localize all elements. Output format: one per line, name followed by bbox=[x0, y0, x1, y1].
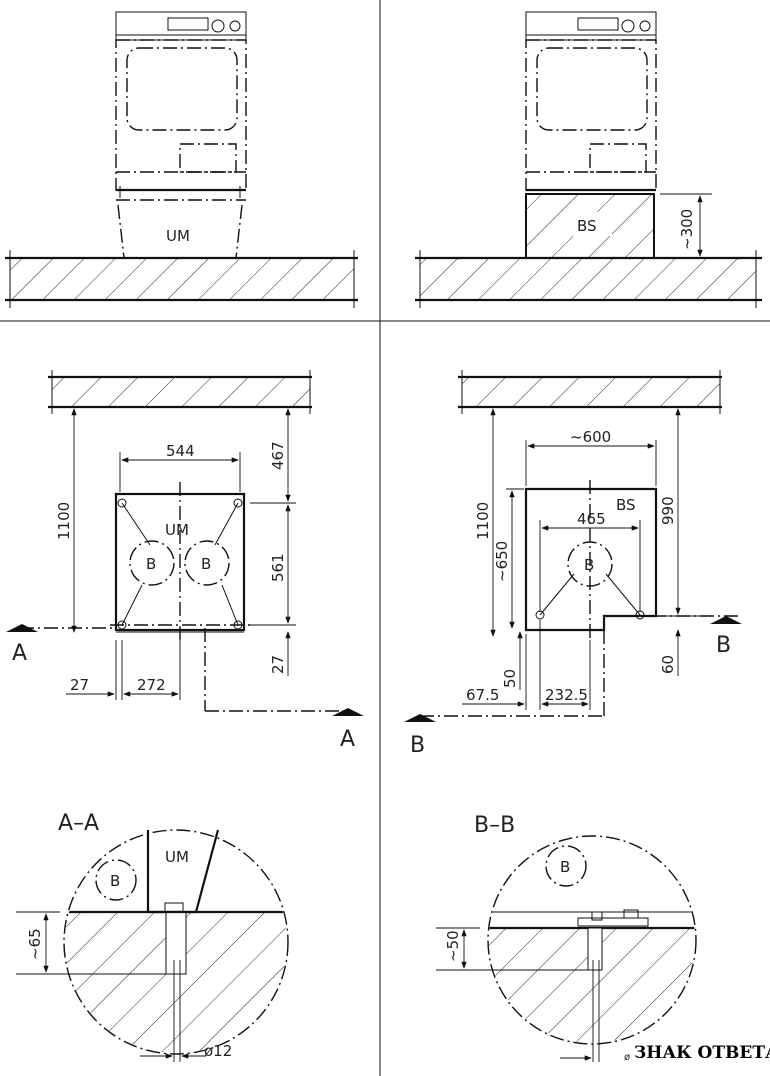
panel-bs-elevation: BS ~300 bbox=[415, 11, 762, 308]
section-a-diameter: ø12 bbox=[204, 1042, 232, 1060]
section-a-right: A bbox=[340, 727, 355, 752]
section-a-um-label: UM bbox=[165, 848, 189, 866]
panel-section-b: B–B B ~50 ø bbox=[436, 813, 697, 1063]
section-a-left: A bbox=[12, 641, 27, 666]
bs-wall-dim: 990 bbox=[659, 496, 677, 525]
bs-total-dim: 1100 bbox=[474, 502, 492, 540]
bs-foot-dim: 232.5 bbox=[545, 686, 588, 704]
panel-um-plan: B B UM 544 467 561 27 1100 27 272 bbox=[6, 370, 364, 752]
bs-height-dim: ~300 bbox=[678, 209, 696, 250]
section-b-title: B–B bbox=[474, 813, 515, 838]
section-b-bolt-label: B bbox=[560, 858, 570, 876]
bs-width-dim: ~600 bbox=[570, 428, 611, 446]
um-plan-label: UM bbox=[165, 521, 189, 539]
panel-section-a: A–A UM B ø12 ~65 bbox=[16, 811, 289, 1062]
um-side-dim: 27 bbox=[70, 676, 89, 694]
um-front-dim: 27 bbox=[269, 655, 287, 674]
um-foot-dim: 272 bbox=[137, 676, 166, 694]
bs-inner-dim: 465 bbox=[577, 510, 606, 528]
um-label: UM bbox=[166, 227, 190, 245]
bolt-b-left: B bbox=[146, 555, 156, 573]
section-a-bolt-label: B bbox=[110, 872, 120, 890]
bs-bolt-b: B bbox=[584, 556, 594, 574]
watermark-stamp: ЗНАК ОТВЕТА bbox=[634, 1043, 770, 1063]
bs-label: BS bbox=[577, 217, 597, 235]
bs-depth-dim: ~650 bbox=[493, 541, 511, 582]
section-b-diameter: ø bbox=[624, 1052, 630, 1063]
um-total-dim: 1100 bbox=[55, 502, 73, 540]
bs-front-dim: 60 bbox=[659, 655, 677, 674]
um-depth-dim: 561 bbox=[269, 553, 287, 582]
bs-base-dim: 50 bbox=[501, 669, 519, 688]
bolt-b-right: B bbox=[201, 555, 211, 573]
section-b-left: B bbox=[410, 733, 425, 758]
bs-side-dim: 67.5 bbox=[466, 686, 499, 704]
panel-um-elevation: UM bbox=[5, 11, 358, 308]
um-width-dim: 544 bbox=[166, 442, 195, 460]
panel-bs-plan: B BS ~600 465 1100 ~650 990 60 50 67.5 bbox=[404, 370, 742, 758]
section-b-depth: ~50 bbox=[444, 930, 462, 962]
section-a-depth: ~65 bbox=[26, 928, 44, 960]
bs-plan-label: BS bbox=[616, 496, 636, 514]
section-b-right: B bbox=[716, 633, 731, 658]
section-a-title: A–A bbox=[58, 811, 99, 836]
um-wall-dim: 467 bbox=[269, 441, 287, 470]
